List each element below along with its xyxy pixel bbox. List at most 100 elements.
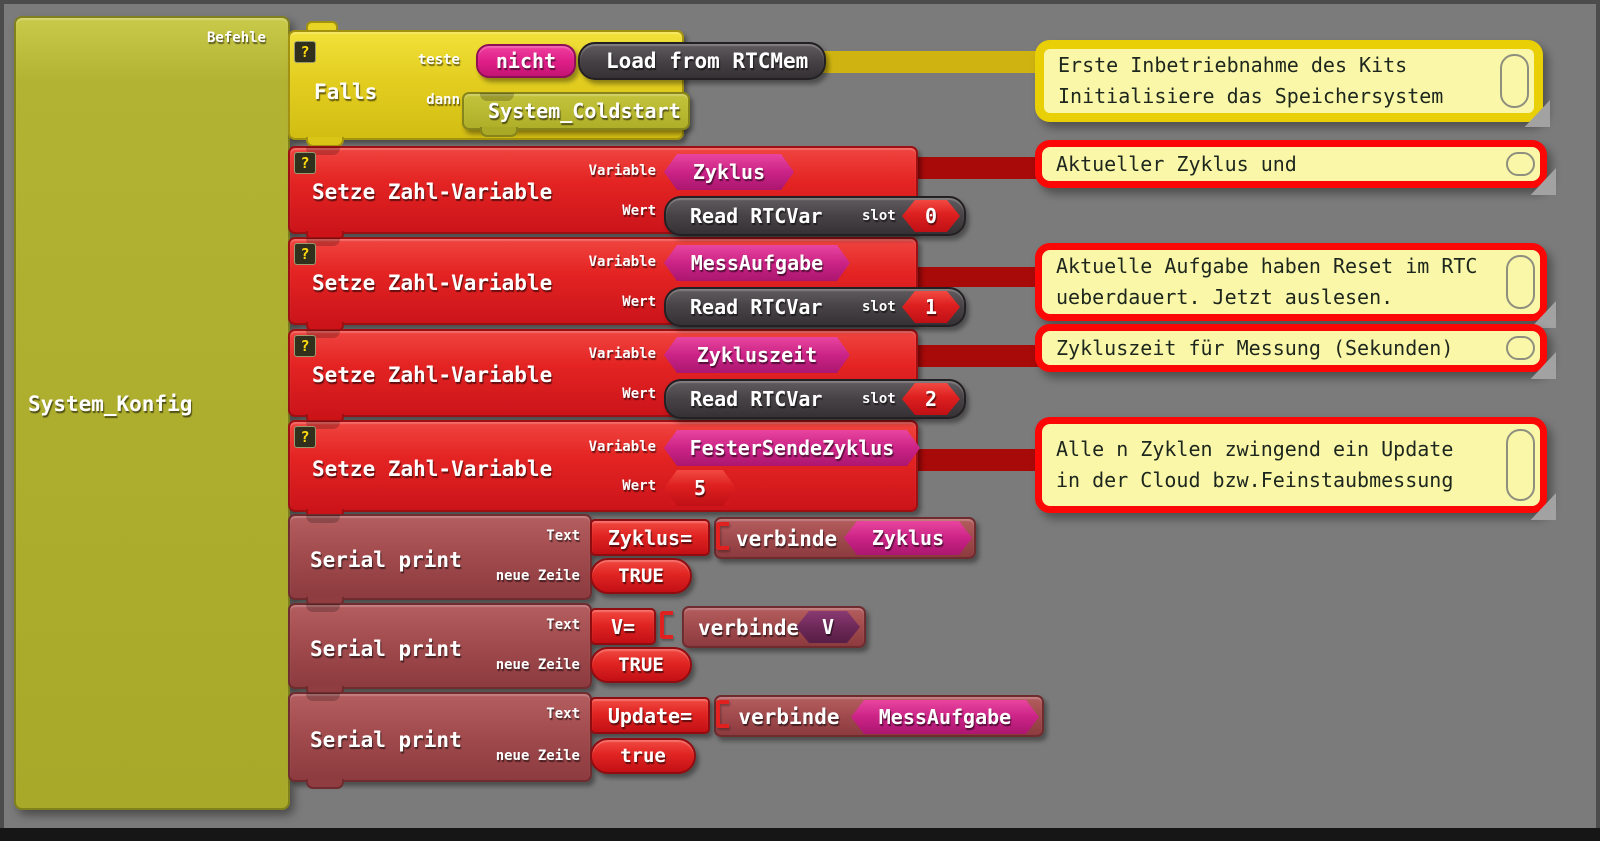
- newline-flag-block[interactable]: true: [590, 738, 696, 774]
- comment-text: Initialisiere das Speichersystem: [1058, 84, 1444, 108]
- load-from-rtcmem-label: Load from RTCMem: [606, 49, 809, 73]
- comment-text: in der Cloud bzw.Feinstaubmessung: [1056, 468, 1454, 492]
- not-block[interactable]: nicht: [476, 44, 576, 78]
- set-block-label: Setze Zahl-Variable: [312, 180, 553, 204]
- newline-flag-label: TRUE: [618, 565, 664, 587]
- comment-note-1[interactable]: Erste Inbetriebnahme des Kits Initialisi…: [1035, 40, 1550, 127]
- set-block-label: Setze Zahl-Variable: [312, 457, 553, 481]
- comment-text: Erste Inbetriebnahme des Kits: [1058, 53, 1408, 77]
- comment-resize-handle[interactable]: [1530, 493, 1556, 520]
- serial-print-block-2[interactable]: [288, 603, 592, 696]
- string-literal-block[interactable]: V=: [590, 608, 656, 645]
- help-icon[interactable]: ?: [294, 152, 316, 174]
- window-bottom-edge: [0, 828, 1600, 841]
- comment-scroll-pill[interactable]: [1506, 429, 1535, 501]
- serial-print-block-1[interactable]: [288, 514, 592, 607]
- read-rtcvar-label: Read RTCVar: [690, 387, 823, 411]
- comment-text: Zykluszeit für Messung (Sekunden): [1056, 335, 1454, 360]
- load-from-rtcmem-block[interactable]: Load from RTCMem: [578, 42, 826, 80]
- variable-chip-label: Zyklus: [692, 160, 766, 184]
- number-value-label: 5: [693, 476, 707, 500]
- variable-chip-zyklus[interactable]: Zyklus: [844, 521, 972, 555]
- string-literal-block[interactable]: Zyklus=: [590, 519, 710, 556]
- block-top-tab: [306, 21, 338, 31]
- help-icon[interactable]: ?: [294, 41, 316, 63]
- set-block-label: Setze Zahl-Variable: [312, 363, 553, 387]
- newline-flag-block[interactable]: TRUE: [590, 647, 692, 683]
- system-coldstart-call-block[interactable]: System_Coldstart: [462, 92, 690, 137]
- newline-flag-label: TRUE: [618, 654, 664, 676]
- variable-chip-label: Zyklus: [871, 526, 945, 550]
- comment-connector-5: [902, 449, 1046, 471]
- variable-chip-label: V: [821, 615, 835, 639]
- newline-slot-label: neue Zeile: [495, 657, 580, 673]
- comment-resize-handle[interactable]: [1530, 352, 1556, 379]
- slot-value-chip[interactable]: 2: [902, 383, 960, 415]
- variable-chip-label: MessAufgabe: [878, 705, 1012, 729]
- procedure-block-system-konfig[interactable]: [14, 16, 290, 810]
- variable-chip-zyklus[interactable]: Zyklus: [664, 154, 794, 190]
- comment-scroll-pill[interactable]: [1500, 54, 1529, 108]
- text-slot-label: Text: [546, 706, 580, 722]
- set-block-label: Setze Zahl-Variable: [312, 271, 553, 295]
- variable-slot-label: Variable: [588, 254, 656, 270]
- newline-flag-block[interactable]: TRUE: [590, 558, 692, 594]
- slot-value-label: 0: [924, 204, 938, 228]
- serial-print-block-3[interactable]: [288, 692, 592, 789]
- comment-text: Aktueller Zyklus und: [1056, 151, 1297, 176]
- concat-block-3[interactable]: verbinde MessAufgabe: [714, 695, 1044, 737]
- variable-chip-festersendezyklus[interactable]: FesterSendeZyklus: [664, 430, 920, 466]
- comment-note-5[interactable]: Alle n Zyklen zwingend ein Update in der…: [1035, 417, 1556, 520]
- comment-scroll-pill[interactable]: [1506, 255, 1535, 309]
- variable-chip-label: MessAufgabe: [690, 251, 824, 275]
- serial-print-label: Serial print: [310, 637, 462, 661]
- concat-block-2[interactable]: verbinde V: [682, 606, 866, 648]
- variable-chip-zykluszeit[interactable]: Zykluszeit: [664, 337, 850, 373]
- comment-text: Alle n Zyklen zwingend ein Update: [1056, 437, 1454, 461]
- concat-label: verbinde: [698, 616, 800, 640]
- string-literal-block[interactable]: Update=: [590, 697, 710, 734]
- system-coldstart-label: System_Coldstart: [488, 99, 681, 123]
- variable-chip-label: Zykluszeit: [696, 343, 818, 367]
- string-bracket-icon: [660, 611, 673, 639]
- number-value-chip[interactable]: 5: [664, 470, 736, 506]
- help-icon[interactable]: ?: [294, 335, 316, 357]
- slot-value-chip[interactable]: 1: [902, 291, 960, 323]
- procedure-title: System_Konfig: [28, 392, 193, 416]
- value-slot-label: Wert: [622, 294, 656, 310]
- comment-note-3[interactable]: Aktuelle Aufgabe haben Reset im RTC uebe…: [1035, 243, 1556, 328]
- concat-block-1[interactable]: verbinde Zyklus: [714, 517, 976, 559]
- comment-scroll-pill[interactable]: [1506, 336, 1535, 360]
- slot-label: slot: [862, 208, 896, 224]
- read-rtcvar-block-2[interactable]: Read RTCVar slot 1: [664, 287, 966, 327]
- string-bracket-icon: [716, 522, 729, 550]
- read-rtcvar-block-1[interactable]: Read RTCVar slot 0: [664, 196, 966, 236]
- slot-value-label: 2: [924, 387, 938, 411]
- read-rtcvar-label: Read RTCVar: [690, 295, 823, 319]
- variable-chip-v[interactable]: V: [796, 611, 860, 643]
- comment-note-4[interactable]: Zykluszeit für Messung (Sekunden): [1035, 324, 1556, 379]
- slot-value-label: 1: [924, 295, 938, 319]
- comment-note-2[interactable]: Aktueller Zyklus und: [1035, 140, 1556, 195]
- slot-value-chip[interactable]: 0: [902, 200, 960, 232]
- help-icon[interactable]: ?: [294, 426, 316, 448]
- comment-resize-handle[interactable]: [1524, 100, 1550, 127]
- string-bracket-icon: [716, 700, 729, 728]
- read-rtcvar-block-3[interactable]: Read RTCVar slot 2: [664, 379, 966, 419]
- not-block-label: nicht: [495, 49, 557, 73]
- serial-print-label: Serial print: [310, 548, 462, 572]
- comment-scroll-pill[interactable]: [1506, 152, 1535, 176]
- string-literal-label: Zyklus=: [607, 525, 693, 550]
- variable-chip-messaufgabe[interactable]: MessAufgabe: [851, 700, 1039, 734]
- comment-resize-handle[interactable]: [1530, 168, 1556, 195]
- variable-chip-messaufgabe[interactable]: MessAufgabe: [664, 245, 850, 281]
- value-slot-label: Wert: [622, 386, 656, 402]
- slot-label: slot: [862, 299, 896, 315]
- newline-slot-label: neue Zeile: [495, 568, 580, 584]
- string-literal-label: Update=: [607, 703, 693, 728]
- newline-slot-label: neue Zeile: [495, 748, 580, 764]
- help-icon[interactable]: ?: [294, 243, 316, 265]
- slot-label: slot: [862, 391, 896, 407]
- value-slot-label: Wert: [622, 203, 656, 219]
- concat-label: verbinde: [736, 527, 838, 551]
